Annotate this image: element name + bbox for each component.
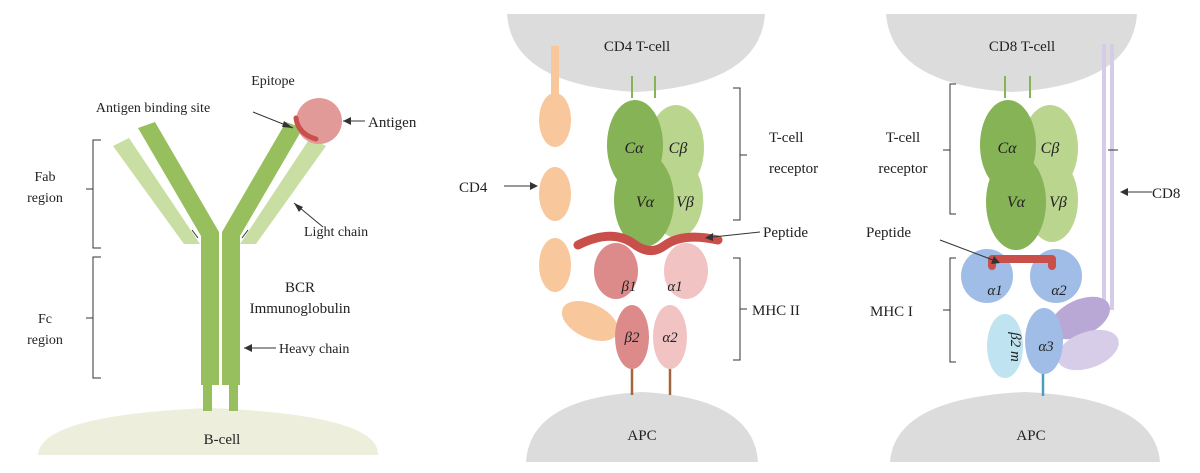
mhc2-label: MHC II: [752, 303, 800, 319]
cd4-arrowhead: [530, 182, 538, 190]
light-chain-arrowhead: [294, 203, 303, 212]
cd4-tcr-valpha-domain: [614, 153, 674, 247]
cd4-tcell-label: CD4 T-cell: [604, 39, 670, 55]
cd4-peptide-arrowhead: [705, 233, 713, 241]
fc-bracket: [86, 256, 101, 379]
cd4-apc-label: APC: [627, 428, 656, 444]
bcell-panel: B-cell Antigen binding s: [27, 74, 417, 455]
cd4-tcr-label-line2: receptor: [769, 161, 818, 177]
bcr-label-line2: Immunoglobulin: [250, 301, 351, 317]
disulfide-bond-left: [191, 229, 199, 239]
heavy-chain-arrowhead: [244, 344, 252, 352]
mhc1-alpha2-label: α2: [1051, 283, 1067, 299]
mhc1-b2m-domain: [987, 314, 1023, 378]
antigen-binding-site-label: Antigen binding site: [96, 101, 210, 116]
cd4-stalk: [551, 46, 559, 96]
epitope-patch: [293, 115, 319, 142]
cd8-label: CD8: [1152, 186, 1180, 202]
cd4-cbeta-label: Cβ: [669, 140, 688, 157]
mhc2-beta1-domain: [594, 243, 638, 299]
fab-bracket: [86, 139, 101, 249]
bcell-label: B-cell: [204, 432, 241, 448]
antigen-label: Antigen: [368, 115, 417, 131]
cd8-tcell-membrane: [886, 14, 1137, 92]
mhc1-alpha3-label: α3: [1038, 339, 1053, 355]
light-chain-label: Light chain: [304, 225, 368, 240]
cd4-tcr-bracket: [733, 87, 747, 221]
disulfide-bond-right: [241, 229, 249, 239]
light-chain-left: [113, 138, 200, 244]
mhc2-beta2-label: β2: [624, 330, 640, 346]
cd8-domain-1: [1050, 296, 1110, 340]
cd8-domain-2: [1057, 329, 1119, 371]
cd4-domain-2: [539, 167, 571, 221]
epitope-label: Epitope: [251, 74, 295, 89]
cd8-tcr-label-line1: T-cell: [886, 130, 920, 146]
mhc2-beta1-label: β1: [621, 279, 637, 295]
mhc1-label: MHC I: [870, 304, 913, 320]
mhc2-alpha1-domain: [664, 243, 708, 299]
cd8-peptide-label: Peptide: [866, 225, 911, 241]
cd8-valpha-label: Vα: [1007, 194, 1026, 211]
cd8-cbeta-label: Cβ: [1041, 140, 1060, 157]
cd4-vbeta-label: Vβ: [676, 194, 694, 211]
fab-label-line2: region: [27, 191, 63, 206]
cd8-tcr-bracket: [943, 83, 956, 215]
cd4-domain-1: [539, 93, 571, 147]
cd4-peptide-arrow: [712, 231, 761, 238]
mhc2-bracket: [733, 257, 747, 361]
cd4-apc-membrane: [526, 392, 758, 462]
heavy-chain-tail-left: [203, 384, 212, 411]
mhc2-beta2-domain: [615, 305, 649, 369]
cd8-apc-label: APC: [1016, 428, 1045, 444]
cd8-tcell-label: CD8 T-cell: [989, 39, 1055, 55]
fc-label-line2: region: [27, 333, 63, 348]
mhc1-b2m-label: β2 m: [1007, 331, 1023, 362]
cd4-peptide: [573, 231, 723, 255]
mhc2-alpha2-domain: [653, 305, 687, 369]
cd8-vbeta-label: Vβ: [1049, 194, 1067, 211]
cd4-domain-4: [561, 301, 619, 341]
cd4-tcell-membrane: [507, 14, 765, 92]
heavy-chain-left: [138, 122, 219, 385]
fc-label-line1: Fc: [38, 312, 52, 327]
mhc1-bracket: [943, 257, 956, 363]
cd4-tcr-label-line1: T-cell: [769, 130, 803, 146]
cd8-tcr-valpha-domain: [986, 154, 1046, 250]
antigen-arrowhead: [343, 117, 351, 125]
cd8-apc-membrane: [890, 392, 1160, 462]
mhc1-alpha1-label: α1: [987, 283, 1002, 299]
heavy-chain-tail-right: [229, 384, 238, 411]
fab-label-line1: Fab: [35, 170, 56, 185]
cd8-arrowhead: [1120, 188, 1128, 196]
cd4-domain-3: [539, 238, 571, 292]
bcell-membrane: [38, 408, 379, 455]
cd4-valpha-label: Vα: [636, 194, 655, 211]
cd4-peptide-label: Peptide: [763, 225, 808, 241]
cd8-peptide-arrowhead: [991, 256, 1000, 264]
cd8-panel: CD8 T-cell APC T-cell receptor: [866, 14, 1180, 462]
antigen-sphere: [296, 98, 342, 144]
heavy-chain-label: Heavy chain: [279, 342, 349, 357]
mhc2-alpha1-label: α1: [667, 279, 682, 295]
cd4-panel: CD4 T-cell APC CD4 T: [459, 14, 818, 462]
mhc1-alpha3-domain: [1025, 308, 1063, 374]
bcr-label-line1: BCR: [285, 280, 315, 296]
cd8-tcr-label-line2: receptor: [878, 161, 927, 177]
cd8-peptide-arrow: [939, 239, 994, 261]
cd4-calpha-label: Cα: [624, 140, 644, 157]
cd4-label: CD4: [459, 180, 488, 196]
mhc2-alpha2-label: α2: [662, 330, 678, 346]
heavy-chain-right: [222, 122, 303, 385]
light-chain-right: [240, 138, 326, 244]
cd8-calpha-label: Cα: [997, 140, 1017, 157]
cd8-stalk: [1102, 44, 1114, 310]
epitope-arrowhead: [282, 121, 293, 128]
